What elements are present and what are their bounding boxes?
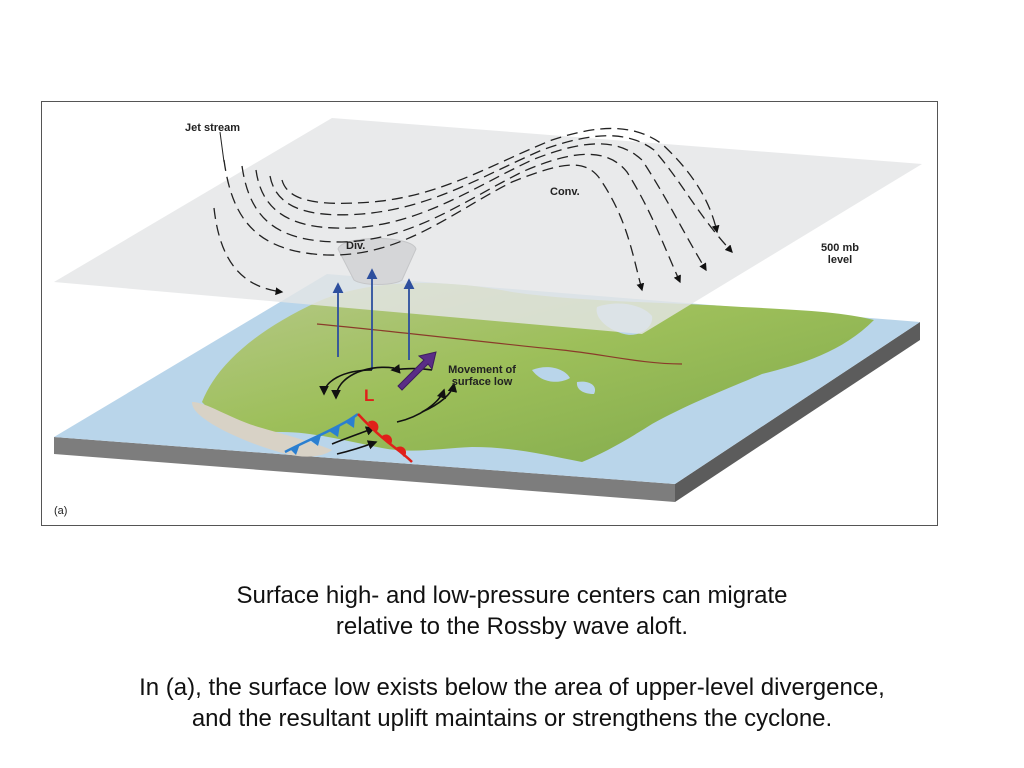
jet-streamline	[213, 207, 284, 296]
movement-arrow	[397, 351, 437, 391]
warm-front-semicircle	[396, 446, 407, 457]
circulation-arrow	[396, 388, 447, 423]
level-label-line1: 500 mb	[821, 242, 859, 254]
movement-label: Movement of surface low	[442, 364, 522, 388]
warm-front-semicircles	[368, 420, 407, 457]
cold-front-triangle	[329, 425, 340, 437]
cold-front-triangle	[290, 444, 300, 455]
warm-front	[357, 413, 413, 463]
caption-line: Surface high- and low-pressure centers c…	[236, 582, 788, 609]
movement-label-line2: surface low	[451, 376, 513, 388]
slab-side-edge	[675, 322, 920, 502]
level-label-line2: level	[827, 254, 853, 266]
uplift-arrows	[332, 268, 415, 370]
caption-paragraph-2: In (a), the surface low exists below the…	[0, 672, 1024, 734]
warm-front-semicircle	[382, 434, 393, 445]
cold-front-triangle	[310, 435, 321, 446]
southwest-land	[192, 402, 332, 457]
upper-level-plane	[54, 118, 922, 334]
cold-front-triangle	[345, 416, 355, 428]
cyclone-circulation-arrows	[319, 364, 458, 455]
caption-line: In (a), the surface low exists below the…	[139, 674, 885, 701]
jet-stream-flow-lines	[213, 127, 733, 296]
jet-stream-label: Jet stream	[185, 122, 241, 134]
caption-line: relative to the Rossby wave aloft.	[335, 613, 689, 640]
diagram-canvas	[54, 118, 922, 502]
jet-streamline	[269, 135, 733, 253]
circulation-arrow	[336, 440, 378, 455]
caption-line: and the resultant uplift maintains or st…	[191, 705, 833, 732]
great-lakes-east	[576, 381, 596, 394]
convergence-label: Conv.	[550, 186, 580, 198]
jet-streamline	[223, 159, 645, 292]
slab-front-edge	[54, 437, 675, 502]
jet-streamline	[281, 127, 720, 234]
jet-streamline	[241, 153, 681, 284]
movement-label-line1: Movement of	[448, 364, 516, 376]
panel-label: (a)	[54, 505, 68, 517]
jet-streamline	[255, 143, 707, 272]
caption-paragraph-1: Surface high- and low-pressure centers c…	[0, 580, 1024, 642]
low-pressure-symbol: L	[364, 386, 375, 405]
divergence-funnel	[337, 238, 417, 285]
us-canada-border	[316, 323, 683, 365]
jet-stream-leader	[219, 131, 225, 163]
circulation-arrow	[331, 366, 395, 400]
circulation-arrow	[390, 364, 433, 374]
warm-front-semicircle	[368, 420, 379, 432]
level-label: 500 mb level	[812, 242, 868, 266]
great-lakes	[532, 367, 570, 382]
divergence-label: Div.	[346, 240, 366, 252]
figure-panel: Jet stream Conv. Div. 500 mb level Movem…	[41, 101, 938, 526]
cold-front-triangles	[290, 416, 355, 455]
